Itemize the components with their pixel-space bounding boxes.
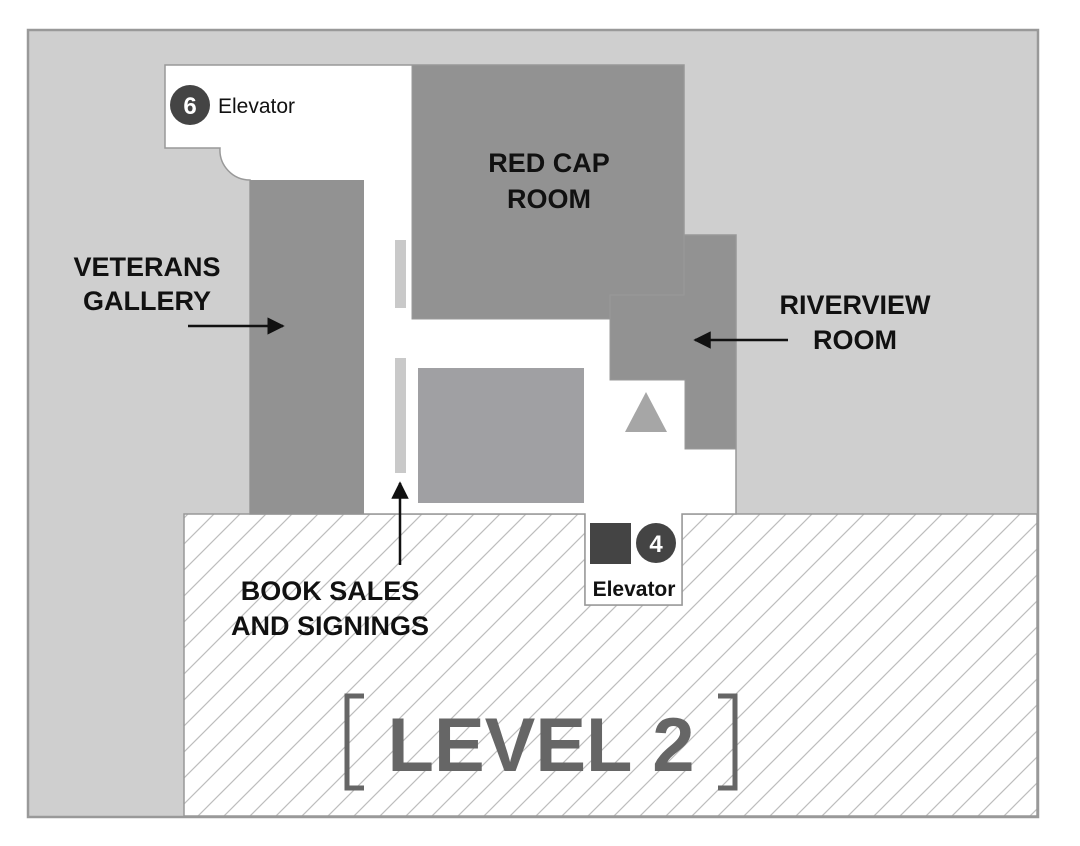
elevator-4-badge bbox=[636, 523, 676, 563]
red-cap-room-label-line2: ROOM bbox=[507, 184, 591, 214]
book-sales-table-upper bbox=[395, 240, 406, 308]
red-cap-room bbox=[411, 64, 685, 320]
elevator-6-label: Elevator bbox=[218, 95, 295, 118]
elevator-6-number: 6 bbox=[183, 93, 196, 120]
red-cap-room-label-line1: RED CAP bbox=[488, 148, 610, 178]
level-bracket-right bbox=[718, 693, 738, 791]
level-title: LEVEL 2 bbox=[388, 703, 695, 788]
book-sales-label-line2: AND SIGNINGS bbox=[231, 611, 429, 641]
veterans-gallery-label-line2: GALLERY bbox=[83, 286, 211, 316]
elevator-6[interactable]: 6 Elevator bbox=[170, 85, 295, 125]
elevator-4-label: Elevator bbox=[593, 578, 676, 601]
level-bracket-left bbox=[344, 693, 364, 791]
book-sales-table-lower bbox=[395, 358, 406, 473]
book-sales-label-line1: BOOK SALES bbox=[241, 576, 420, 606]
veterans-gallery-label-line1: VETERANS bbox=[73, 252, 220, 282]
riverview-room-label-line2: ROOM bbox=[813, 325, 897, 355]
stairs-triangle-icon bbox=[625, 392, 667, 432]
veterans-gallery-room bbox=[250, 180, 364, 514]
riverview-room-label-line1: RIVERVIEW bbox=[779, 290, 931, 320]
elevator-square-icon bbox=[590, 523, 631, 564]
central-room bbox=[418, 368, 584, 503]
elevator-6-badge bbox=[170, 85, 210, 125]
riverview-room bbox=[609, 234, 737, 450]
elevator-4-number: 4 bbox=[649, 531, 663, 558]
elevator-4[interactable]: 4 Elevator bbox=[590, 523, 676, 601]
